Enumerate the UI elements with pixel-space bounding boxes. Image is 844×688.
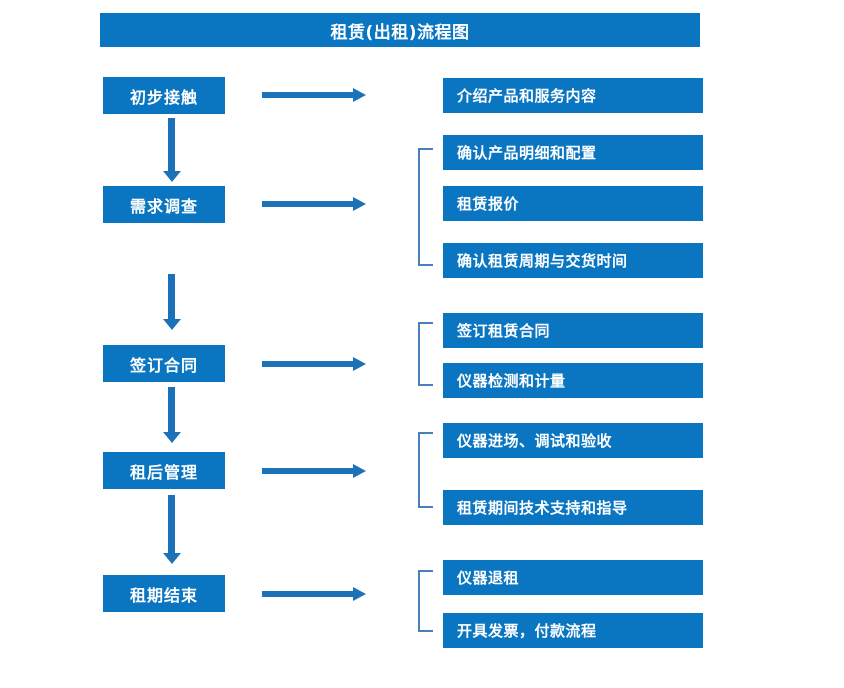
- arrow-head: [163, 553, 181, 564]
- detail-box[interactable]: 租赁期间技术支持和指导: [443, 490, 703, 525]
- arrow-shaft: [262, 468, 354, 474]
- arrow-head: [353, 88, 366, 102]
- flow-arrow-right-icon: [262, 197, 366, 211]
- stage-box[interactable]: 初步接触: [103, 77, 225, 114]
- group-bracket: [418, 432, 433, 508]
- arrow-shaft: [168, 387, 175, 432]
- arrow-shaft: [262, 92, 354, 98]
- flow-arrow-down-icon: [157, 274, 187, 330]
- flow-arrow-right-icon: [262, 464, 366, 478]
- arrow-shaft: [168, 274, 175, 319]
- detail-box[interactable]: 确认产品明细和配置: [443, 135, 703, 170]
- flow-arrow-right-icon: [262, 88, 366, 102]
- arrow-shaft: [262, 201, 354, 207]
- flow-arrow-right-icon: [262, 587, 366, 601]
- arrow-head: [353, 587, 366, 601]
- arrow-head: [163, 432, 181, 443]
- group-bracket: [418, 148, 433, 266]
- arrow-head: [353, 357, 366, 371]
- detail-box[interactable]: 开具发票，付款流程: [443, 613, 703, 648]
- arrow-shaft: [168, 495, 175, 553]
- flow-arrow-down-icon: [157, 495, 187, 564]
- detail-box[interactable]: 仪器检测和计量: [443, 363, 703, 398]
- detail-box[interactable]: 租赁报价: [443, 186, 703, 221]
- arrow-shaft: [262, 361, 354, 367]
- stage-box[interactable]: 签订合同: [103, 345, 225, 382]
- stage-box[interactable]: 租后管理: [103, 452, 225, 489]
- detail-box[interactable]: 确认租赁周期与交货时间: [443, 243, 703, 278]
- arrow-head: [163, 171, 181, 182]
- flow-arrow-right-icon: [262, 357, 366, 371]
- arrow-head: [163, 319, 181, 330]
- flow-arrow-down-icon: [157, 387, 187, 443]
- page-title: 租赁(出租)流程图: [100, 13, 700, 47]
- detail-box[interactable]: 介绍产品和服务内容: [443, 78, 703, 113]
- detail-box[interactable]: 仪器进场、调试和验收: [443, 423, 703, 458]
- detail-box[interactable]: 仪器退租: [443, 560, 703, 595]
- group-bracket: [418, 570, 433, 632]
- stage-box[interactable]: 需求调查: [103, 186, 225, 223]
- arrow-head: [353, 464, 366, 478]
- group-bracket: [418, 322, 433, 386]
- arrow-shaft: [168, 118, 175, 171]
- arrow-head: [353, 197, 366, 211]
- detail-box[interactable]: 签订租赁合同: [443, 313, 703, 348]
- stage-box[interactable]: 租期结束: [103, 575, 225, 612]
- flow-arrow-down-icon: [157, 118, 187, 182]
- arrow-shaft: [262, 591, 354, 597]
